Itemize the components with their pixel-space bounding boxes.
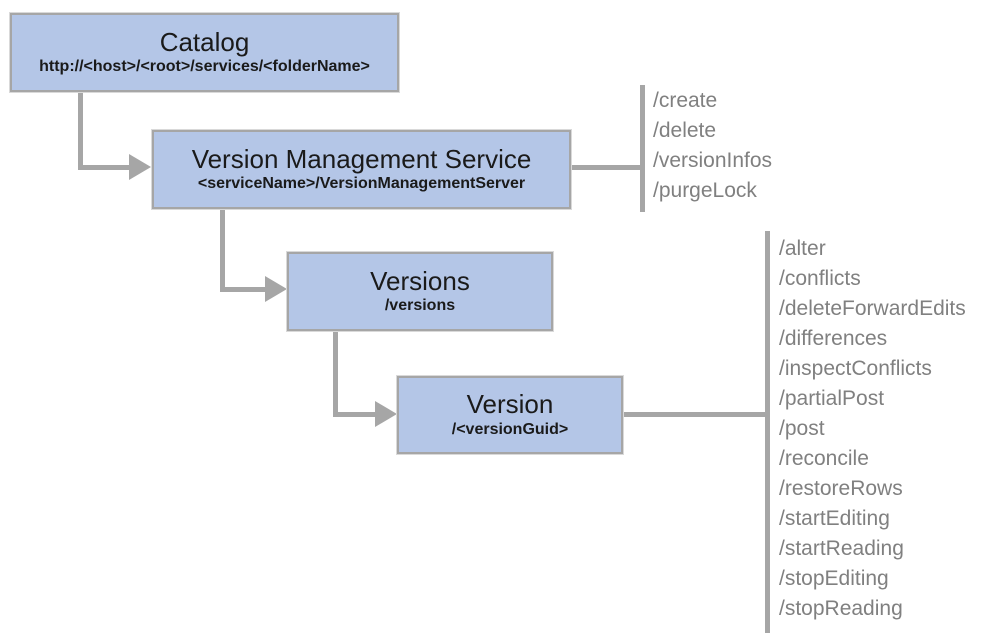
endpoint-delete: /delete: [653, 119, 717, 142]
connector-vms-to-versions-vertical: [220, 209, 225, 290]
endpoint-deleteForwardEdits: /deleteForwardEdits: [779, 297, 966, 320]
connector-vms-to-versions-horizontal: [220, 287, 266, 292]
endpoint-differences: /differences: [779, 327, 888, 350]
arrowhead-versions-to-version: [375, 401, 397, 427]
version-endpoint-list: /alter /conflicts /deleteForwardEdits /d…: [779, 234, 966, 624]
endpoint-startReading: /startReading: [779, 537, 904, 560]
connector-versions-to-version-vertical: [333, 331, 338, 415]
node-version-title: Version: [466, 389, 554, 420]
connector-vms-to-endpoints: [571, 165, 640, 170]
node-vms-title: Version Management Service: [191, 143, 532, 174]
connector-versions-to-version-horizontal: [333, 412, 376, 417]
endpoint-startEditing: /startEditing: [779, 507, 890, 530]
vms-endpoints-bracket-bar: [640, 85, 645, 212]
endpoint-restoreRows: /restoreRows: [779, 477, 903, 500]
node-catalog-title: Catalog: [159, 26, 250, 57]
node-vms-subtitle: <serviceName>/VersionManagementServer: [197, 175, 526, 193]
endpoint-inspectConflicts: /inspectConflicts: [779, 357, 932, 380]
node-version-management-service: Version Management Service <serviceName>…: [152, 130, 571, 209]
connector-catalog-to-vms-vertical: [78, 92, 83, 168]
arrowhead-vms-to-versions: [265, 276, 287, 302]
endpoint-create: /create: [653, 89, 718, 112]
endpoint-stopReading: /stopReading: [779, 597, 903, 620]
node-catalog-subtitle: http://<host>/<root>/services/<folderNam…: [39, 58, 370, 76]
vms-endpoint-list: /create /delete /versionInfos /purgeLock: [653, 86, 772, 206]
node-version: Version /<versionGuid>: [397, 376, 623, 454]
endpoint-conflicts: /conflicts: [779, 267, 861, 290]
node-versions-subtitle: /versions: [384, 297, 456, 315]
node-versions-title: Versions: [370, 265, 470, 296]
endpoint-post: /post: [779, 417, 825, 440]
version-endpoints-bracket-bar: [765, 231, 770, 633]
endpoint-alter: /alter: [779, 237, 826, 260]
endpoint-reconcile: /reconcile: [779, 447, 869, 470]
connector-version-to-endpoints: [623, 412, 765, 417]
node-versions: Versions /versions: [287, 252, 553, 331]
endpoint-versionInfos: /versionInfos: [653, 149, 773, 172]
endpoint-purgeLock: /purgeLock: [653, 179, 757, 202]
endpoint-partialPost: /partialPost: [779, 387, 885, 410]
node-version-subtitle: /<versionGuid>: [451, 420, 569, 438]
node-catalog: Catalog http://<host>/<root>/services/<f…: [10, 13, 399, 92]
endpoint-stopEditing: /stopEditing: [779, 567, 889, 590]
arrowhead-catalog-to-vms: [129, 154, 151, 180]
connector-catalog-to-vms-horizontal: [78, 165, 130, 170]
